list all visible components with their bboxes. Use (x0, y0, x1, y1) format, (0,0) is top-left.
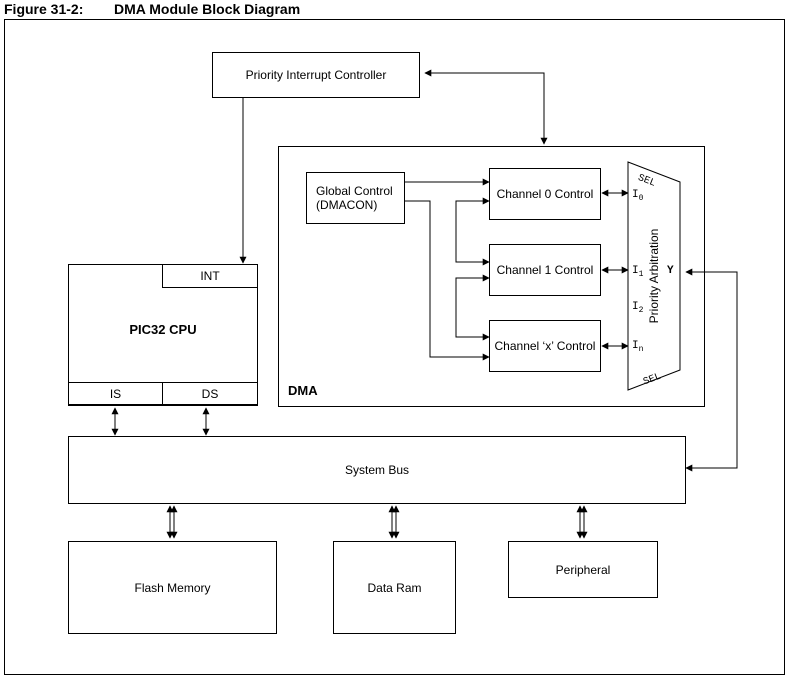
ch0-ch1-link (455, 197, 490, 266)
data-ram-label: Data Ram (367, 580, 422, 595)
diagram-frame (4, 19, 785, 675)
channel-0-label: Channel 0 Control (496, 187, 594, 201)
dmacon-label: (DMACON) (316, 198, 378, 212)
bus-ram-link (388, 505, 400, 539)
input-i1-label: I1 (632, 265, 644, 280)
cpu-label: PIC32 CPU (129, 322, 197, 337)
is-port: IS (68, 382, 163, 406)
global-control-label: Global Control (316, 184, 393, 198)
priority-arbiter-shape (627, 161, 681, 391)
flash-memory-label: Flash Memory (134, 580, 211, 595)
priority-arbitration-label: Priority Arbitration (647, 228, 661, 324)
system-bus-label: System Bus (344, 463, 410, 477)
input-i0-label: I0 (632, 189, 644, 204)
figure-title: DMA Module Block Diagram (114, 1, 301, 17)
input-in-label: In (632, 340, 644, 355)
priority-interrupt-controller: Priority Interrupt Controller (212, 52, 420, 98)
pic-dma-line (424, 69, 548, 145)
global-control-block: Global Control (DMACON) (306, 172, 405, 224)
channel-x-label: Channel ‘x’ Control (494, 339, 596, 353)
channel-0-control: Channel 0 Control (489, 168, 601, 220)
pic-label: Priority Interrupt Controller (245, 68, 387, 82)
channel-1-label: Channel 1 Control (496, 263, 594, 277)
peripheral: Peripheral (508, 541, 658, 598)
ds-label: DS (201, 386, 219, 401)
figure-number: Figure 31-2: (4, 1, 84, 17)
int-port: INT (162, 264, 258, 288)
data-ram: Data Ram (333, 541, 456, 634)
flash-memory: Flash Memory (68, 541, 277, 634)
output-y-label: Y (667, 265, 674, 277)
figure-caption: Figure 31-2: DMA Module Block Diagram (4, 1, 300, 17)
channel-x-control: Channel ‘x’ Control (489, 320, 601, 372)
input-i2-label: I2 (632, 301, 644, 316)
peripheral-label: Peripheral (555, 562, 611, 577)
is-label: IS (109, 386, 122, 401)
bus-flash-link (166, 505, 178, 539)
ch1-chx-link (455, 274, 490, 341)
system-bus: System Bus (68, 436, 686, 504)
channel-1-control: Channel 1 Control (489, 244, 601, 296)
ds-port: DS (162, 382, 258, 406)
arb-bus-link (685, 268, 738, 472)
dma-label: DMA (288, 383, 318, 398)
dma-module (278, 146, 705, 407)
bus-peripheral-link (576, 505, 588, 539)
global-to-chx-line (405, 200, 490, 361)
int-label: INT (200, 269, 220, 283)
